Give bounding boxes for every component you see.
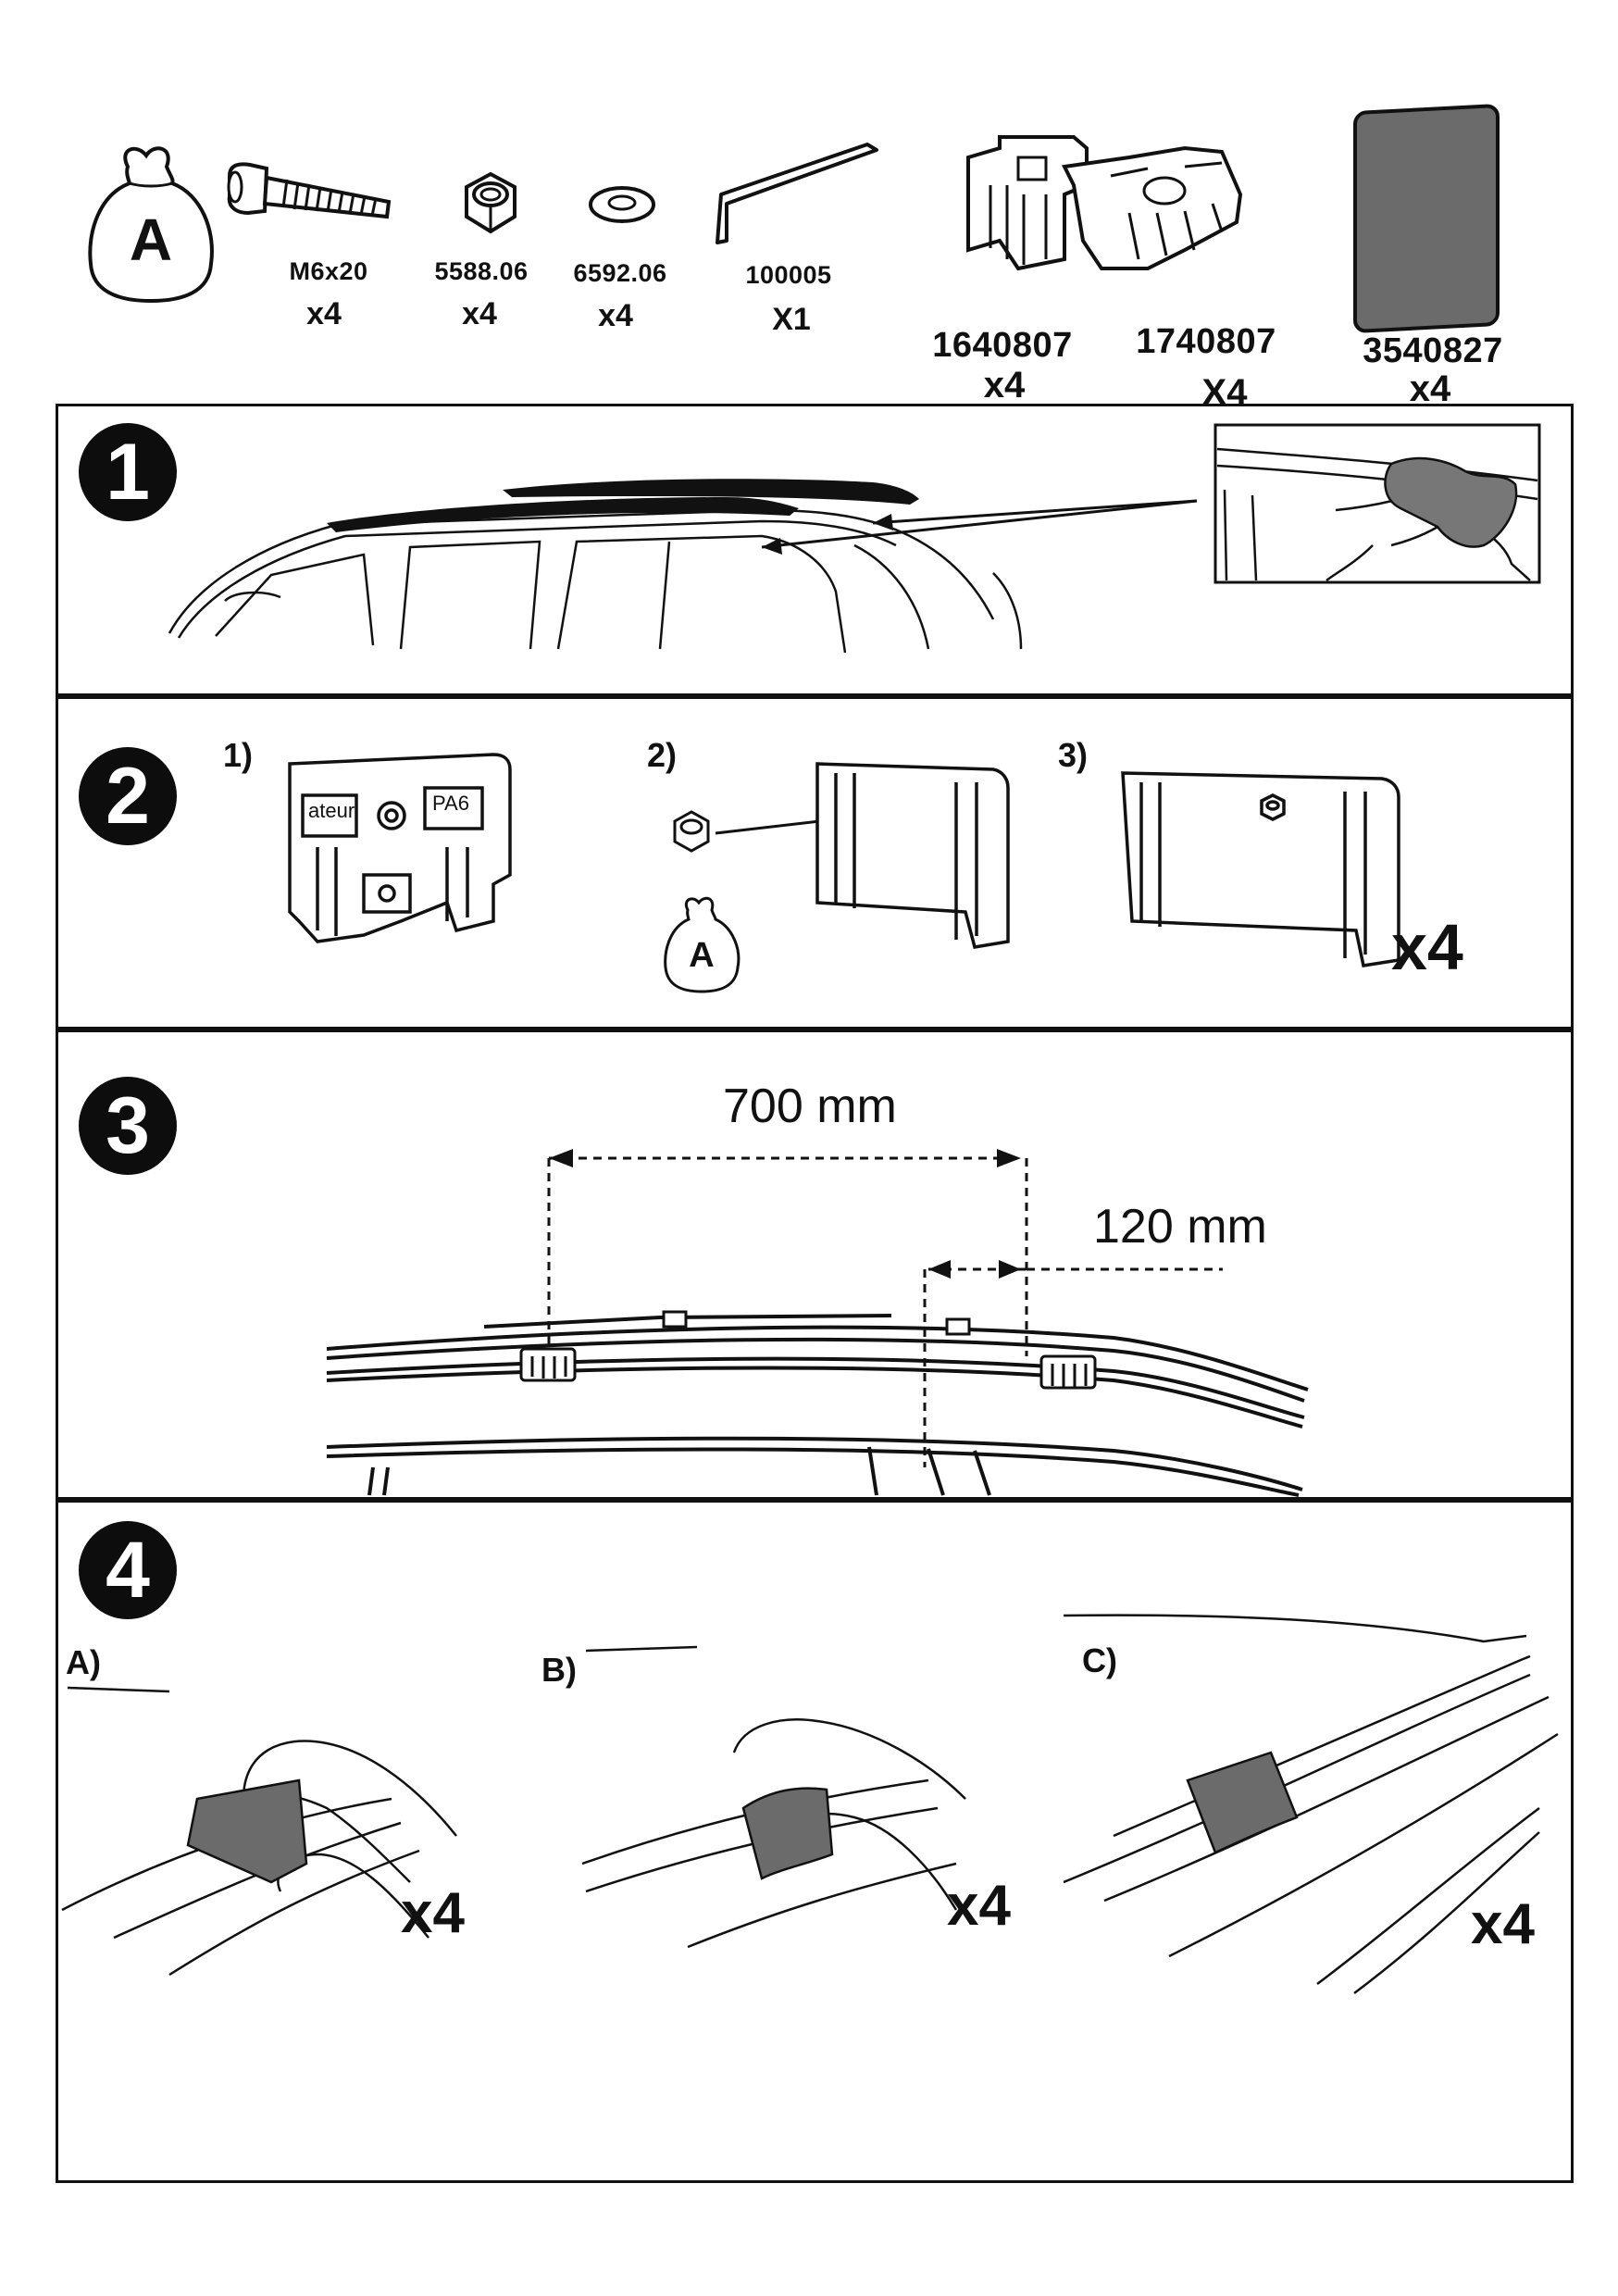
- clamp-b-code: 1740807: [1136, 322, 1276, 361]
- clamp-text-ateur: ateur: [308, 799, 355, 822]
- step-2-multiplier: x4: [1391, 911, 1463, 983]
- step-4-c-multiplier: x4: [1471, 1892, 1535, 1956]
- nut-icon: [465, 171, 517, 234]
- step-4-sub-a-label: A): [66, 1643, 101, 1681]
- hex-key-code: 100005: [745, 261, 832, 289]
- car-roof-illustration: [168, 423, 1541, 654]
- clamp-text-pa6: PA6: [432, 792, 469, 815]
- step-2-sub-1-label: 1): [223, 736, 254, 774]
- step-4-sub-b-label: B): [541, 1651, 577, 1689]
- nut-code: 5588.06: [434, 257, 529, 285]
- pad-wrap-illustration: [581, 1645, 966, 1949]
- bolt-code: M6x20: [289, 257, 368, 285]
- clamp-a-code: 1640807: [932, 326, 1073, 365]
- bag-a-small-label: A: [689, 936, 715, 975]
- clamp-parts-icon: [966, 135, 1243, 271]
- rail-measure-illustration: [326, 1149, 1309, 1497]
- step-3-panel: 3 700 mm 120 mm: [56, 1029, 1574, 1500]
- nut-arrow-illustration: [673, 762, 1010, 949]
- pad-code: 3540827: [1363, 331, 1503, 370]
- step-4-b-multiplier: x4: [947, 1874, 1011, 1938]
- bag-a-icon: [88, 146, 214, 304]
- step-2-sub-2-label: 2): [647, 736, 678, 774]
- step-3-number: 3: [79, 1077, 177, 1175]
- nut-qty: x4: [462, 296, 497, 331]
- clamp-front-illustration: [288, 753, 512, 943]
- step-4-sub-c-label: C): [1082, 1641, 1117, 1679]
- step-1-panel: 1: [56, 404, 1574, 696]
- bolt-qty: x4: [306, 296, 342, 331]
- bag-a-label: A: [129, 206, 173, 273]
- step-2-panel: 2 1) 2) 3) ateur PA6 A: [56, 696, 1574, 1029]
- washer-icon: [589, 186, 655, 223]
- bag-a-small-icon: [664, 896, 741, 993]
- pad-qty: x4: [1409, 368, 1451, 409]
- dimension-120mm: 120 mm: [1093, 1200, 1267, 1254]
- step-2-number: 2: [79, 747, 177, 845]
- step-4-a-multiplier: x4: [401, 1881, 465, 1945]
- bolt-icon: [227, 162, 392, 219]
- hex-key-qty: X1: [772, 302, 811, 337]
- pad-peel-illustration: [61, 1686, 457, 1977]
- pad-on-rail-illustration: [1063, 1614, 1559, 1994]
- step-2-sub-3-label: 3): [1058, 736, 1089, 774]
- step-4-number: 4: [79, 1521, 177, 1619]
- clamp-a-qty: x4: [983, 365, 1026, 406]
- washer-code: 6592.06: [573, 259, 667, 287]
- step-4-panel: 4 A) B) C) x4 x4: [56, 1500, 1574, 2183]
- rubber-pad-icon: [1353, 103, 1500, 334]
- step-1-number: 1: [79, 423, 177, 521]
- washer-qty: x4: [598, 298, 633, 333]
- dimension-700mm: 700 mm: [723, 1079, 897, 1133]
- clamp-assembled-illustration: [1121, 771, 1400, 967]
- hex-key-icon: [716, 143, 878, 244]
